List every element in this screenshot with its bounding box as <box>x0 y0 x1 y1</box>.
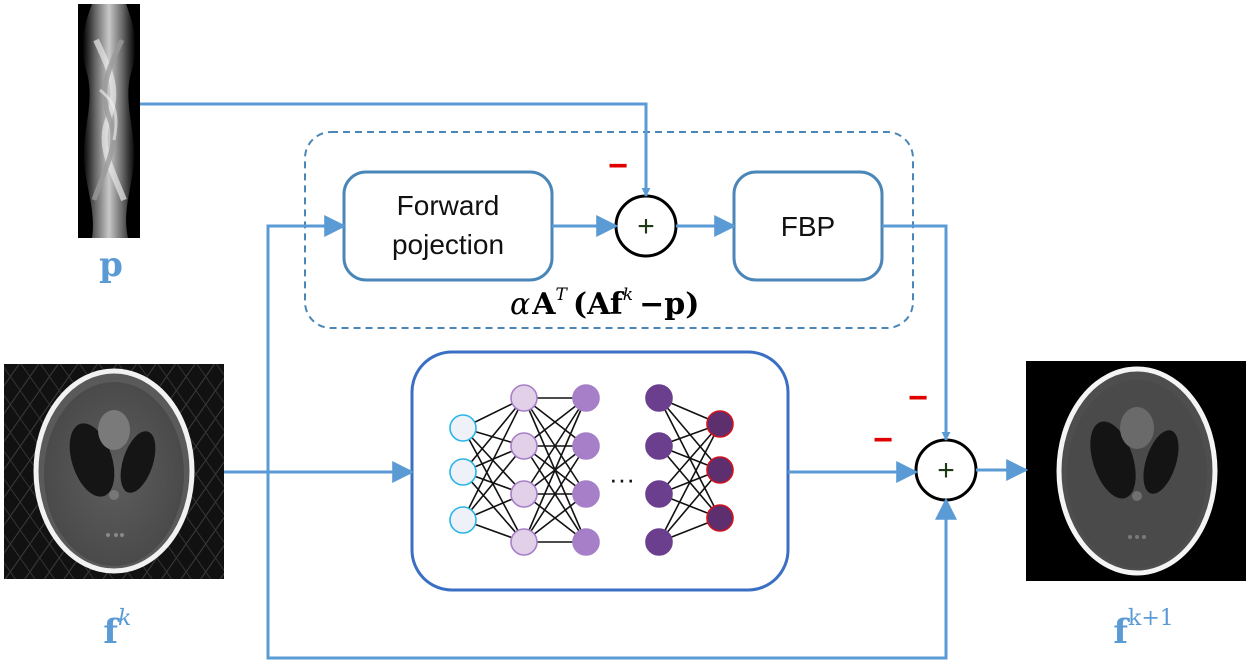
formula-alpha: α <box>510 287 530 322</box>
network-node-layer-1 <box>449 458 477 486</box>
gradient-formula: αAT(Afk −p) <box>510 285 699 322</box>
bottom-sum-plus: + <box>937 454 955 487</box>
input-image-label: f k <box>103 606 131 652</box>
network-node-layer-3 <box>572 480 600 508</box>
output-image-fk1 <box>1026 361 1246 581</box>
arrow-fbp-to-bottom-sum <box>882 224 951 441</box>
forward-projection-line2: pojection <box>392 229 504 260</box>
fbp-label: FBP <box>781 211 835 242</box>
input-image-fk <box>4 364 224 579</box>
network-node-layer-3 <box>572 432 600 460</box>
sinogram-label: p <box>99 245 123 285</box>
arrow-fk-to-forward-projection <box>266 215 347 472</box>
output-label-sup: k+1 <box>1128 606 1174 631</box>
formula-Af: Af <box>586 287 625 322</box>
network-node-layer-5 <box>706 456 734 484</box>
formula-T: T <box>556 285 569 305</box>
neural-network-nodes <box>449 384 734 556</box>
arrow-fk-to-bottom-sum <box>266 472 957 660</box>
top-sum-node: + <box>614 194 678 258</box>
network-node-layer-2 <box>510 528 538 556</box>
connectors <box>140 102 1029 660</box>
hidden-layer-ellipsis: ··· <box>609 464 635 494</box>
network-edge <box>658 397 721 471</box>
forward-projection-line1: Forward <box>397 190 500 221</box>
output-image-label: f k+1 <box>1113 606 1173 652</box>
network-edge <box>523 445 587 543</box>
network-edge <box>462 397 525 521</box>
network-edge <box>658 423 721 543</box>
network-node-layer-5 <box>706 410 734 438</box>
svg-text:αAT(Afk−p): αAT(Afk −p) <box>510 285 699 322</box>
output-label-base: f <box>1113 612 1130 652</box>
formula-minus-p: −p <box>639 287 685 322</box>
network-node-layer-1 <box>449 506 477 534</box>
network-node-layer-2 <box>510 480 538 508</box>
input-label-base: f <box>103 612 120 652</box>
network-edge <box>658 469 721 543</box>
sinogram-image <box>78 4 140 238</box>
minus-sign-fbp-input: − <box>908 379 928 417</box>
network-node-layer-1 <box>449 414 477 442</box>
top-sum-plus: + <box>637 210 655 243</box>
formula-close: ) <box>685 287 699 322</box>
network-edge <box>462 397 525 473</box>
minus-sign-network-input: − <box>873 421 893 459</box>
network-node-layer-4 <box>645 432 673 460</box>
network-edge <box>523 397 587 495</box>
bottom-sum-node: + <box>914 438 978 502</box>
network-node-layer-3 <box>572 384 600 412</box>
gradient-step-group <box>304 131 914 329</box>
network-edge <box>523 397 587 543</box>
formula-k: k <box>623 285 633 305</box>
network-node-layer-2 <box>510 384 538 412</box>
network-edge <box>462 445 525 521</box>
network-node-layer-5 <box>706 504 734 532</box>
forward-projection-block: Forward pojection <box>342 170 554 282</box>
arrow-p-to-top-sum <box>140 102 651 197</box>
network-edge <box>462 427 525 543</box>
network-edge <box>658 423 721 495</box>
network-edge <box>462 427 525 495</box>
top-minus-sign: − <box>608 147 628 185</box>
input-label-sup: k <box>118 606 131 631</box>
network-node-layer-2 <box>510 432 538 460</box>
network-node-layer-4 <box>645 384 673 412</box>
network-node-layer-4 <box>645 480 673 508</box>
formula-open: ( <box>573 287 587 322</box>
network-node-layer-4 <box>645 528 673 556</box>
formula-A: A <box>531 287 556 322</box>
fbp-block: FBP <box>732 170 884 282</box>
network-node-layer-3 <box>572 528 600 556</box>
